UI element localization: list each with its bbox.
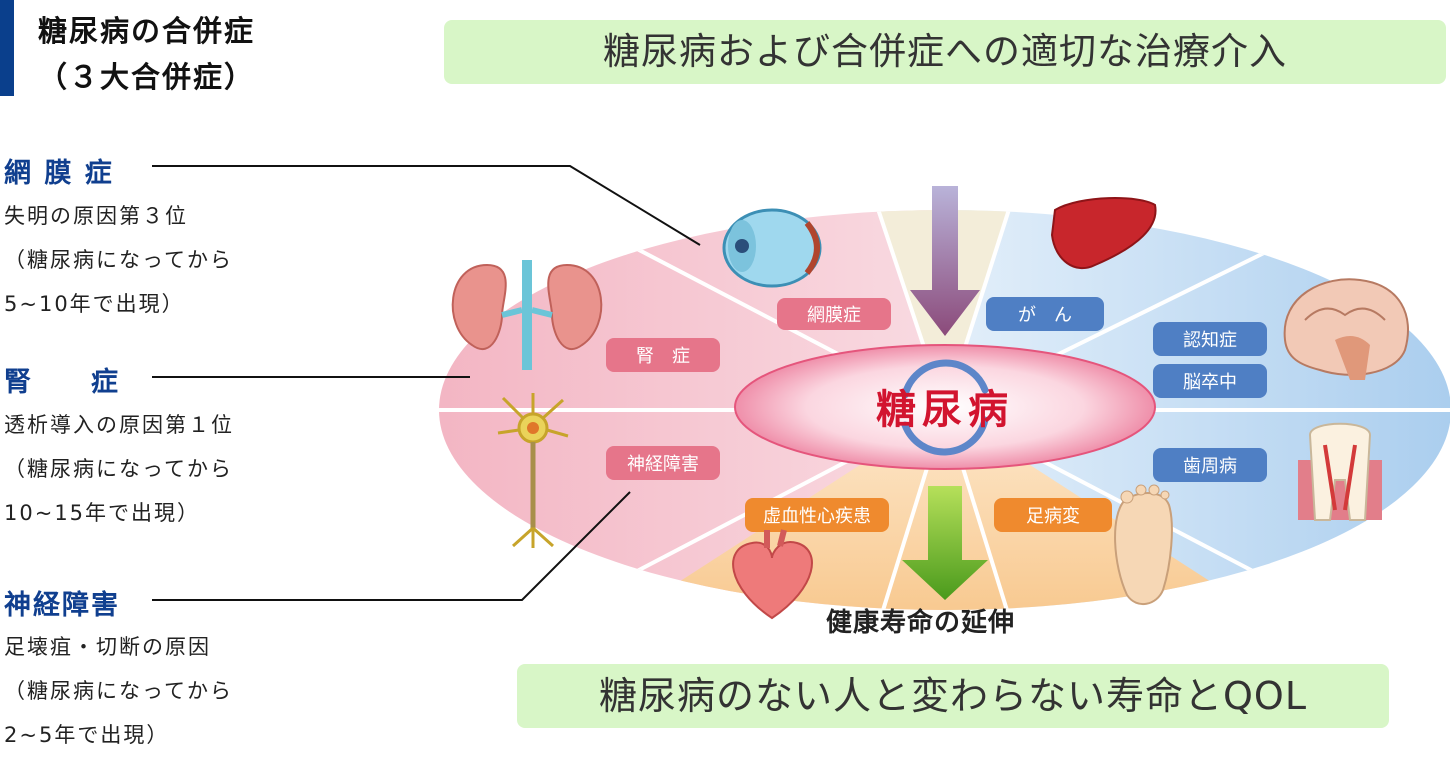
eye-icon — [722, 208, 822, 288]
cycle-arrows-icon — [901, 359, 989, 456]
page-title: 糖尿病の合併症 （３大合併症） — [38, 8, 255, 100]
foot-icon — [1114, 484, 1173, 605]
label-neuropathy: 神経障害 — [627, 454, 699, 475]
heart-icon — [732, 529, 813, 620]
nephropathy-heading: 腎 症 — [4, 367, 120, 398]
longevity-arrow — [902, 486, 988, 600]
center-label: 糖尿病 — [876, 387, 1014, 433]
label-periodontal: 歯周病 — [1183, 456, 1237, 477]
retinopathy-heading: 網 膜 症 — [4, 158, 114, 189]
neuropathy-leader — [152, 491, 631, 601]
bottom-banner: 糖尿病のない人と変わらない寿命とQOL — [517, 664, 1389, 728]
kidney-icon — [451, 260, 603, 370]
retinopathy-leader — [152, 165, 701, 246]
neuropathy-heading: 神経障害 — [4, 590, 120, 621]
retinopathy-description: 失明の原因第３位 （糖尿病になってから 5~10年で出現） — [4, 194, 233, 326]
neuron-icon — [497, 393, 569, 548]
nephropathy-line-2: （糖尿病になってから — [4, 457, 233, 481]
neuropathy-line-1: 足壊疽・切断の原因 — [4, 635, 211, 659]
leader-lines — [152, 165, 701, 601]
retinopathy-line-1: 失明の原因第３位 — [4, 204, 188, 228]
liver-icon — [1050, 197, 1157, 270]
label-foot: 足病変 — [1026, 506, 1080, 527]
label-stroke: 脳卒中 — [1183, 372, 1237, 393]
nephropathy-line-3: 10~15年で出現） — [4, 501, 201, 525]
nephropathy-line-1: 透析導入の原因第１位 — [4, 413, 234, 437]
brain-icon — [1283, 278, 1409, 380]
neuropathy-line-3: 2~5年で出現） — [4, 723, 170, 747]
label-cancer: が ん — [1018, 305, 1072, 326]
neuropathy-line-2: （糖尿病になってから — [4, 679, 233, 703]
neuropathy-description: 足壊疽・切断の原因 （糖尿病になってから 2~5年で出現） — [4, 625, 233, 757]
title-line-1: 糖尿病の合併症 — [38, 14, 256, 48]
center-ellipse — [734, 344, 1156, 470]
nephropathy-description: 透析導入の原因第１位 （糖尿病になってから 10~15年で出現） — [4, 403, 234, 535]
label-nephropathy: 腎 症 — [636, 346, 690, 367]
healthy-life-extension-label: 健康寿命の延伸 — [826, 608, 1016, 638]
retinopathy-line-2: （糖尿病になってから — [4, 248, 233, 272]
treatment-arrow — [910, 186, 980, 336]
title-accent-bar — [0, 0, 14, 96]
title-line-2: （３大合併症） — [38, 60, 256, 94]
segment-labels: 網膜症 腎 症 神経障害 虚血性心疾患 足病変 が ん 認知症 脳卒中 歯周病 — [606, 297, 1267, 532]
retinopathy-line-3: 5~10年で出現） — [4, 292, 185, 316]
label-heart-disease: 虚血性心疾患 — [763, 506, 871, 527]
top-banner: 糖尿病および合併症への適切な治療介入 — [444, 20, 1446, 84]
tooth-icon — [1298, 422, 1382, 521]
label-retinopathy: 網膜症 — [807, 305, 861, 326]
label-dementia: 認知症 — [1183, 330, 1237, 351]
